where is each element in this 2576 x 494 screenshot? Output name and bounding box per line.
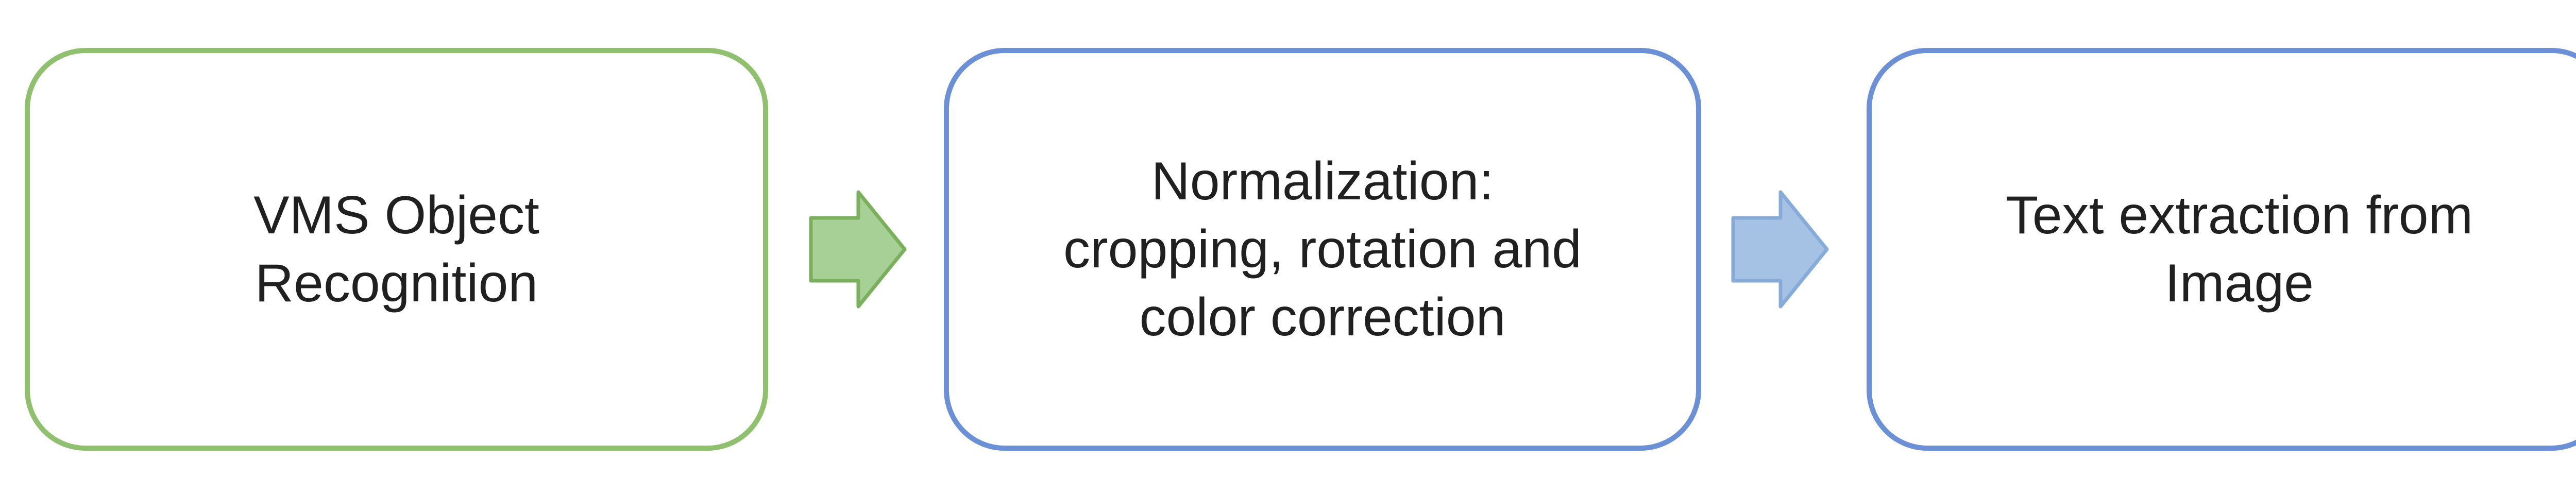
right-arrow-shape (1731, 190, 1829, 309)
flowchart-box-normalization: Normalization: cropping, rotation and co… (944, 48, 1701, 451)
right-arrow-shape (809, 190, 907, 309)
box-label-vms-object-recognition: VMS Object Recognition (253, 185, 539, 313)
flowchart-box-text-extraction-from-image: Text extraction from Image (1867, 48, 2576, 451)
flowchart-box-vms-object-recognition: VMS Object Recognition (25, 48, 768, 451)
right-arrow-icon (1731, 189, 1830, 310)
right-arrow-icon (809, 189, 908, 310)
box-label-text-extraction-from-image: Text extraction from Image (2005, 185, 2473, 313)
box-label-normalization: Normalization: cropping, rotation and co… (1063, 151, 1582, 348)
